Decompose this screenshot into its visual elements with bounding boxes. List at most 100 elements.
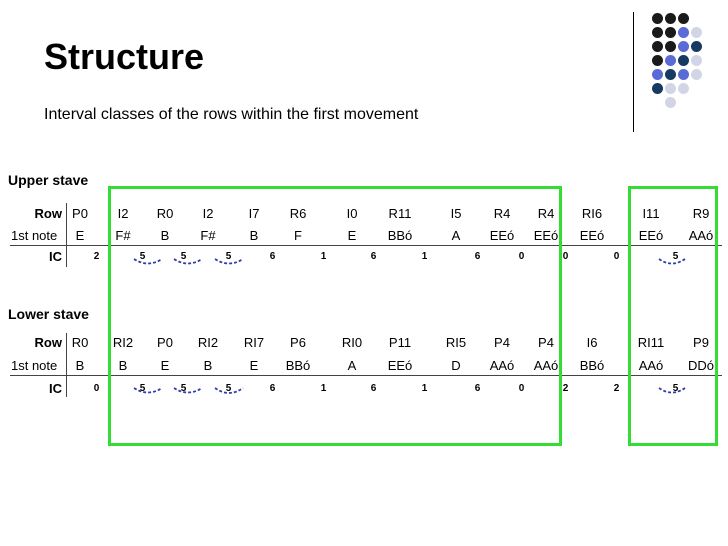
decorative-dot	[665, 69, 676, 80]
decorative-dot	[691, 55, 702, 66]
lower-row-label: Row	[34, 335, 62, 350]
lower-interval-class: 6	[269, 383, 277, 394]
upper-first-note: EEó	[579, 228, 605, 243]
upper-interval-class: 5	[180, 251, 188, 262]
lower-first-note: AAó	[638, 358, 664, 373]
lower-interval-class: 2	[562, 383, 570, 394]
upper-row-form: RI6	[581, 206, 603, 221]
lower-stave-title: Lower stave	[8, 306, 89, 322]
highlight-box-right	[628, 186, 718, 446]
upper-stave-title: Upper stave	[8, 172, 89, 188]
upper-row-form: I5	[450, 206, 462, 221]
lower-first-note: B	[118, 358, 128, 373]
upper-interval-class: 0	[562, 251, 570, 262]
decorative-dot	[665, 27, 676, 38]
lower-first-note: EEó	[387, 358, 413, 373]
upper-first-note: BBó	[387, 228, 413, 243]
lower-interval-class: 5	[139, 383, 147, 394]
upper-interval-class: 0	[613, 251, 621, 262]
decorative-dot	[678, 27, 689, 38]
decorative-dot	[652, 69, 663, 80]
decorative-dot	[665, 55, 676, 66]
lower-first-note: BBó	[579, 358, 605, 373]
lower-interval-class: 2	[613, 383, 621, 394]
upper-row-form: I2	[202, 206, 214, 221]
upper-row-form: I2	[117, 206, 129, 221]
lower-label-separator	[66, 333, 67, 397]
upper-interval-class: 5	[139, 251, 147, 262]
lower-first-note: B	[75, 358, 85, 373]
upper-row-form: I0	[346, 206, 358, 221]
upper-interval-class: 1	[421, 251, 429, 262]
lower-first-note: AAó	[489, 358, 515, 373]
page-subtitle: Interval classes of the rows within the …	[44, 106, 419, 123]
upper-staff-line	[10, 245, 722, 246]
decorative-dot	[678, 41, 689, 52]
lower-interval-class: 5	[225, 383, 233, 394]
upper-row-form: R6	[289, 206, 307, 221]
upper-first-note: EEó	[533, 228, 559, 243]
decorative-dot	[665, 97, 676, 108]
upper-interval-class: 0	[518, 251, 526, 262]
upper-interval-class: 5	[225, 251, 233, 262]
lower-interval-class: 5	[180, 383, 188, 394]
decorative-dot	[652, 27, 663, 38]
lower-row-form: P4	[494, 335, 510, 350]
upper-row-form: R4	[537, 206, 555, 221]
lower-first-note: AAó	[533, 358, 559, 373]
upper-row-label: Row	[34, 206, 62, 221]
lower-row-form: RI11	[637, 335, 665, 350]
decorative-dot	[678, 83, 689, 94]
lower-first-note: A	[347, 358, 357, 373]
upper-first-note-label: 1st note	[11, 228, 58, 243]
lower-row-form: RI2	[112, 335, 134, 350]
upper-first-note: E	[75, 228, 85, 243]
lower-row-form: RI2	[197, 335, 219, 350]
upper-ic-label: IC	[49, 249, 62, 264]
upper-label-separator	[66, 203, 67, 267]
lower-first-note: D	[451, 358, 461, 373]
lower-staff-line	[10, 375, 722, 376]
lower-row-form: P9	[693, 335, 709, 350]
upper-row-form: R11	[388, 206, 412, 221]
lower-first-note: E	[160, 358, 170, 373]
lower-row-form: RI0	[341, 335, 363, 350]
lower-row-form: P0	[157, 335, 173, 350]
upper-first-note: A	[451, 228, 461, 243]
upper-first-note: EEó	[489, 228, 515, 243]
upper-first-note: F	[294, 228, 302, 243]
decorative-dot	[691, 69, 702, 80]
lower-interval-class: 5	[672, 383, 680, 394]
upper-first-note: AAó	[688, 228, 714, 243]
page-title: Structure	[44, 36, 205, 77]
upper-row-form: I7	[248, 206, 260, 221]
lower-interval-class: 1	[421, 383, 429, 394]
lower-first-note: B	[203, 358, 213, 373]
upper-row-form: R4	[493, 206, 511, 221]
lower-row-form: RI7	[243, 335, 265, 350]
lower-interval-class: 6	[474, 383, 482, 394]
upper-first-note: B	[160, 228, 170, 243]
decorative-divider	[633, 12, 634, 132]
upper-row-form: R0	[156, 206, 174, 221]
lower-row-form: RI5	[445, 335, 467, 350]
upper-interval-class: 6	[370, 251, 378, 262]
upper-interval-class: 6	[474, 251, 482, 262]
lower-interval-class: 0	[93, 383, 101, 394]
decorative-dot	[665, 83, 676, 94]
decorative-dot	[652, 55, 663, 66]
upper-row-form: R9	[692, 206, 710, 221]
upper-row-form: I11	[642, 206, 660, 221]
lower-first-note-label: 1st note	[11, 358, 58, 373]
decorative-dot	[652, 13, 663, 24]
upper-interval-class: 6	[269, 251, 277, 262]
decorative-dot	[678, 69, 689, 80]
lower-first-note: E	[249, 358, 259, 373]
upper-first-note: EEó	[638, 228, 664, 243]
lower-row-form: P4	[538, 335, 554, 350]
lower-interval-class: 1	[320, 383, 328, 394]
lower-interval-class: 0	[518, 383, 526, 394]
decorative-dot	[691, 41, 702, 52]
upper-row-form: P0	[72, 206, 88, 221]
